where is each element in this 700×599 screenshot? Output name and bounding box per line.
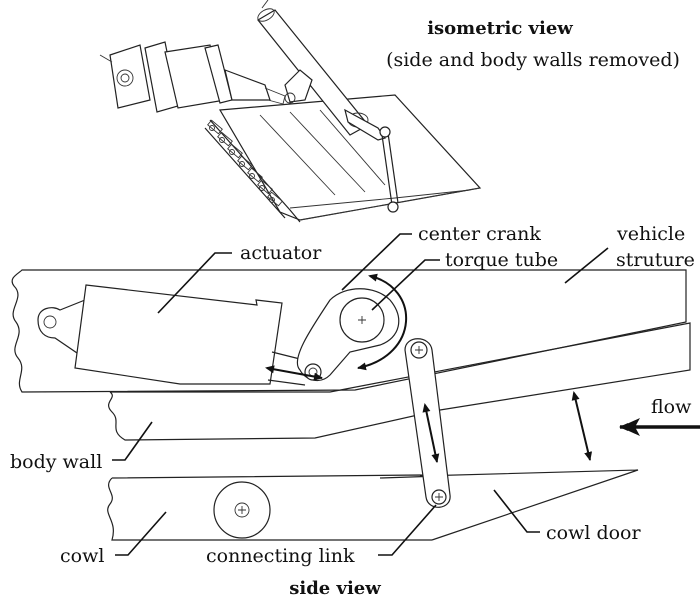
- center-crank: [296, 288, 400, 382]
- body-wall-label: body wall: [10, 451, 102, 473]
- door-motion-arrow: [571, 391, 593, 461]
- isometric-view-title: isometric view: [427, 18, 573, 39]
- center-crank-label: center crank: [418, 223, 541, 245]
- cowl: [107, 474, 441, 541]
- cowl-label: cowl: [60, 545, 104, 567]
- isometric-view-subtitle: (side and body walls removed): [386, 49, 680, 71]
- connecting-link-label: connecting link: [206, 545, 355, 567]
- body-wall: [108, 322, 691, 441]
- isometric-view: [99, 0, 482, 223]
- iso-connecting-link: [381, 132, 399, 206]
- flow-label: flow: [651, 396, 692, 418]
- iso-hinge-rail: [204, 119, 301, 223]
- torque-tube-leader: [371, 259, 440, 311]
- cowl-door-label: cowl door: [546, 522, 642, 544]
- vehicle-structure-label-line1: vehicle: [616, 223, 685, 245]
- crank-rotation-arrow: [357, 273, 407, 371]
- cowl-door-leader: [493, 489, 540, 533]
- cowl-leader: [115, 511, 167, 556]
- iso-center-crank: [284, 69, 313, 103]
- vehicle-leader: [564, 247, 609, 284]
- body-wall-leader: [112, 421, 153, 461]
- actuator-label: actuator: [240, 242, 322, 264]
- actuator: [37, 284, 313, 386]
- actuator-leader: [157, 252, 232, 314]
- center-crank-leader: [341, 233, 412, 291]
- iso-torque-tube: [257, 0, 386, 141]
- iso-actuator: [99, 41, 286, 113]
- actuator-motion-arrow: [265, 365, 323, 381]
- vehicle-structure: [11, 269, 687, 393]
- cowl-door: [419, 469, 639, 541]
- iso-hinge-knuckles: [207, 119, 283, 207]
- torque-tube-label: torque tube: [445, 249, 558, 271]
- vehicle-structure-label-line2: struture: [616, 249, 695, 271]
- cowl-roller: [213, 481, 271, 539]
- connecting-link-leader: [378, 504, 437, 556]
- side-view-title: side view: [289, 578, 381, 599]
- link-motion-arrow: [422, 403, 440, 463]
- connecting-link: [404, 338, 451, 508]
